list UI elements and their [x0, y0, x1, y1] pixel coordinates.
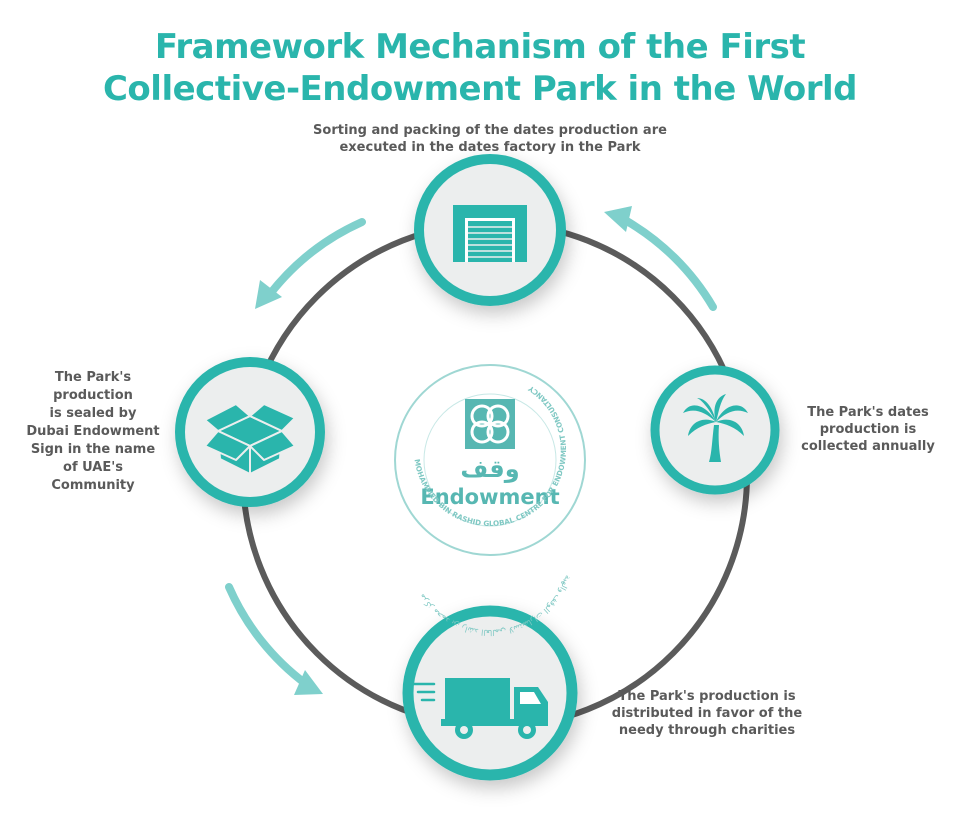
step-label-left-line: is sealed by: [49, 406, 137, 421]
logo-emblem: [465, 399, 515, 449]
step-label-bottom-line: distributed in favor of the: [611, 706, 803, 721]
step-label-left-line: of UAE's: [63, 460, 123, 475]
title-line-1: Framework Mechanism of the First: [154, 27, 806, 67]
logo-arabic-name: وقف: [460, 455, 519, 483]
step-label-bottom-line: needy through charities: [618, 723, 796, 738]
logo-english-name: Endowment: [420, 485, 559, 509]
step-label-left-line: Dubai Endowment: [26, 424, 160, 439]
step-label-right: The Park's dates production is collected…: [793, 404, 943, 455]
step-label-top-line: Sorting and packing of the dates product…: [313, 123, 667, 138]
step-label-left-line: Community: [51, 478, 135, 493]
step-node-top: [414, 154, 566, 306]
arrow-top-right: [621, 216, 717, 311]
step-label-top-line: executed in the dates factory in the Par…: [339, 140, 641, 155]
step-label-left-line: The Park's: [54, 370, 132, 385]
palm-tree-icon: [683, 394, 748, 462]
step-label-left: The Park's production is sealed by Dubai…: [18, 369, 168, 495]
step-label-right-line: collected annually: [801, 439, 935, 454]
step-label-right-line: The Park's dates: [807, 405, 929, 420]
arrow-head-top-right: [604, 206, 632, 232]
title-line-2: Collective-Endowment Park in the World: [102, 69, 858, 109]
endowment-logo: وقف Endowment MOHAMMED BIN RASHID GLOBAL…: [394, 364, 586, 637]
step-label-bottom-line: The Park's production is: [618, 689, 796, 704]
step-node-left: [175, 357, 325, 507]
step-node-right: [650, 365, 780, 495]
arrow-head-top-left: [255, 280, 282, 309]
diagram-title: Framework Mechanism of the First Collect…: [0, 26, 960, 110]
step-label-top: Sorting and packing of the dates product…: [290, 122, 690, 156]
arrow-top-left: [266, 218, 366, 298]
step-label-bottom: The Park's production is distributed in …: [597, 688, 817, 739]
arrow-head-bottom-left: [294, 670, 323, 695]
step-label-left-line: Sign in the name: [30, 442, 156, 457]
truck-icon: [412, 678, 548, 739]
factory-icon: [453, 205, 527, 262]
step-label-left-line: production: [53, 388, 133, 403]
open-box-icon: [204, 403, 296, 475]
step-label-right-line: production is: [819, 422, 917, 437]
step-node-bottom: [402, 605, 578, 781]
arrow-bottom-left: [225, 583, 310, 688]
